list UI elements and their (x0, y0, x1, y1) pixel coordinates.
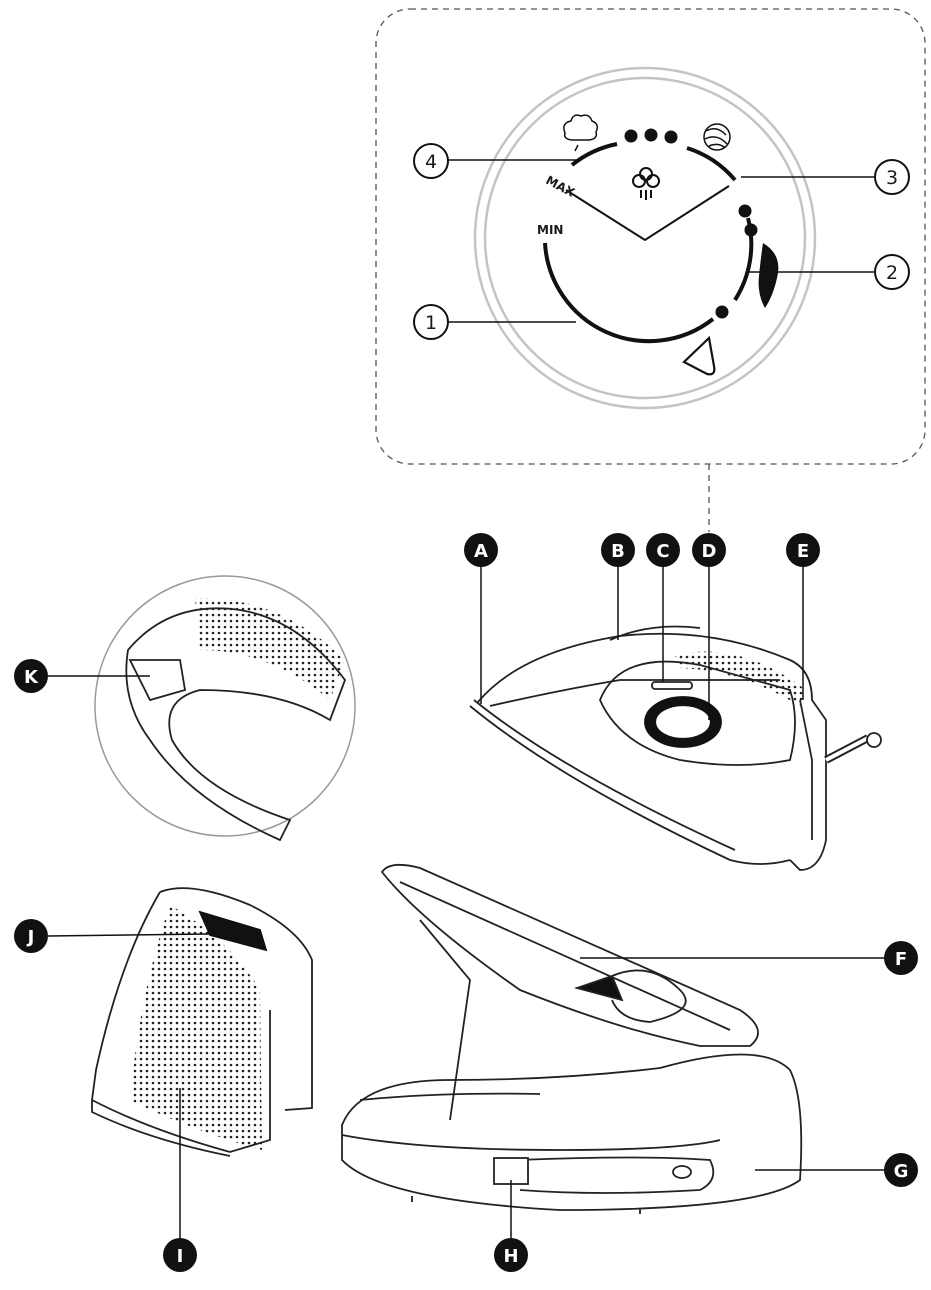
wool-icon (703, 123, 731, 151)
part-f-callout: F (884, 941, 918, 975)
svg-text:G: G (894, 1161, 909, 1182)
part-leader-lines (47, 566, 885, 1238)
svg-text:H: H (503, 1246, 518, 1267)
svg-text:B: B (611, 541, 625, 562)
release-button (493, 1157, 529, 1185)
svg-text:2: 2 (886, 262, 898, 284)
part-d-callout: D (692, 533, 726, 567)
callout-2: 2 (874, 254, 910, 290)
callout-3: 3 (874, 159, 910, 195)
part-a-callout: A (464, 533, 498, 567)
part-e-callout: E (786, 533, 820, 567)
part-i-callout: I (163, 1238, 197, 1272)
silk-feather-icon (758, 243, 779, 308)
dial-detail-panel: MIN MAX 4 1 3 2 (375, 8, 926, 532)
dial-steam-range-lines (565, 185, 730, 242)
part-g-callout: G (884, 1153, 918, 1187)
part-j-callout: J (14, 919, 48, 953)
svg-text:4: 4 (425, 151, 437, 173)
svg-text:J: J (26, 927, 35, 948)
cotton-icon (563, 114, 599, 152)
steam-iron (469, 625, 882, 871)
detail-k-circle (94, 575, 356, 842)
steam-button (651, 681, 693, 690)
svg-text:I: I (177, 1246, 184, 1267)
callout-4: 4 (413, 143, 449, 179)
svg-text:D: D (702, 541, 717, 562)
callout-1: 1 (413, 304, 449, 340)
synthetic-triangle-icon (682, 335, 716, 376)
svg-text:1: 1 (425, 312, 437, 334)
svg-text:F: F (895, 949, 907, 970)
svg-text:3: 3 (886, 167, 898, 189)
water-tank (91, 887, 313, 1157)
svg-text:K: K (24, 667, 39, 688)
part-b-callout: B (601, 533, 635, 567)
part-c-callout: C (646, 533, 680, 567)
dial-temperature-arc (570, 142, 618, 167)
part-h-callout: H (494, 1238, 528, 1272)
part-k-callout: K (14, 659, 48, 693)
svg-text:C: C (656, 541, 669, 562)
min-label: MIN (537, 223, 563, 237)
steam-icon (632, 167, 660, 200)
max-label: MAX (543, 173, 577, 200)
svg-text:A: A (474, 541, 488, 562)
dial-dots (624, 128, 758, 319)
dial-outer-ring (473, 66, 817, 410)
iron-base (341, 863, 803, 1214)
svg-text:E: E (797, 541, 809, 562)
